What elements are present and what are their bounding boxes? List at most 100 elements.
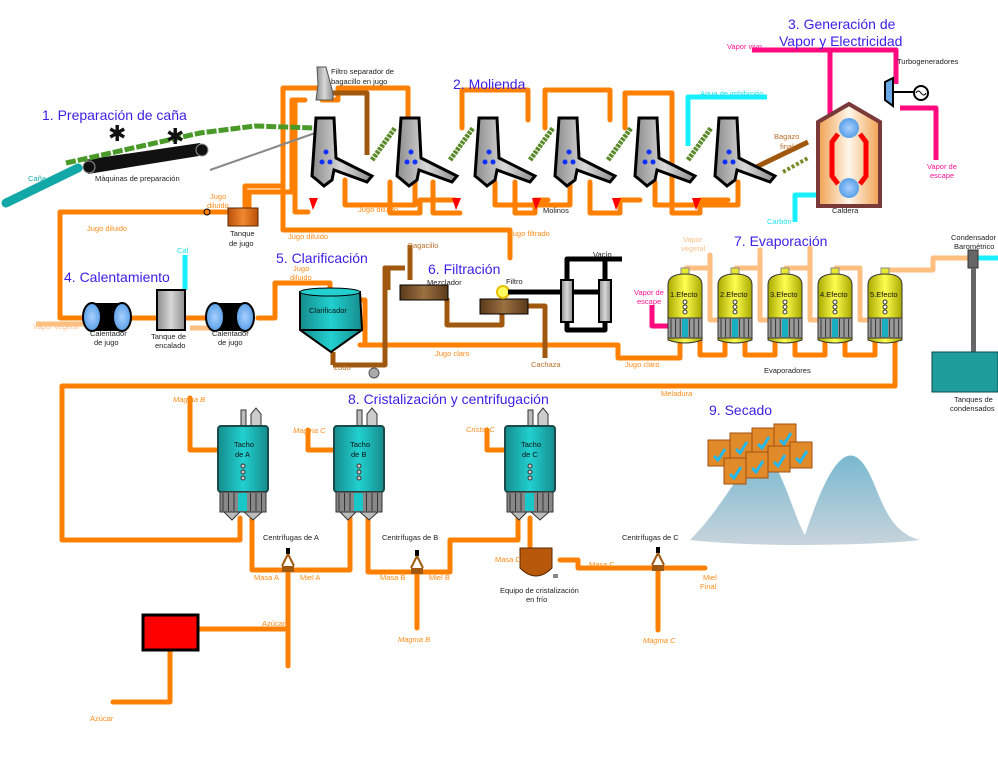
label-magma-b-out: Magma B — [398, 635, 430, 644]
knife-2-icon: ✱ — [166, 124, 184, 149]
cane-preparation: ✱ ✱ — [1, 121, 319, 208]
section-title-steam-1: 3. Generación de — [788, 16, 896, 32]
label-effect-4: 4.Efecto — [820, 290, 848, 299]
mud-pump-icon — [368, 367, 380, 379]
condensate-tank — [931, 351, 998, 393]
label-diluted-juice-c: Jugo — [293, 264, 309, 273]
juice-heater-1 — [82, 302, 132, 332]
check-icon — [772, 454, 787, 469]
pipe-evap-1-2 — [697, 337, 728, 358]
pipe-clear-juice — [357, 337, 683, 361]
label-pan-b-2: de B — [351, 450, 366, 459]
label-filter-sep-2: bagacillo en jugo — [331, 77, 387, 86]
conveyor-roller-right — [195, 143, 209, 157]
section-title-heating: 4. Calentamiento — [64, 269, 170, 285]
label-evaporators: Evaporadores — [764, 366, 811, 375]
vacuum-pan-c — [504, 407, 556, 521]
final-bagasse-carrier — [782, 156, 809, 174]
label-cond-tanks-2: condensados — [950, 404, 995, 413]
label-massecuite-a: Masa A — [254, 573, 279, 582]
label-clear-juice-1: Jugo claro — [435, 349, 470, 358]
label-centrifuges-a: Centrífugas de A — [263, 533, 319, 542]
sugar-bag — [789, 441, 813, 469]
rotary-filter — [479, 298, 529, 315]
label-prep-machines: Máquinas de preparación — [95, 174, 180, 183]
bagacillo-filter-separator — [315, 66, 334, 101]
pipe-mill-loop-9 — [622, 90, 731, 216]
liming-tank — [156, 289, 186, 331]
label-pan-c-1: Tacho — [521, 440, 541, 449]
label-exhaust-steam-1: Vapor de — [927, 162, 957, 171]
mill-3 — [473, 116, 538, 188]
label-mixer: Mezclador — [427, 278, 462, 287]
cold-crystallizer — [519, 547, 553, 577]
juice-trough — [532, 198, 541, 210]
check-icon — [756, 436, 771, 451]
bagasse-carrier — [369, 126, 398, 162]
sugar-bag — [745, 451, 769, 479]
label-cold-cryst-2: en frío — [526, 595, 547, 604]
label-bagacillo: Bagacillo — [408, 241, 438, 250]
pipe-massecuite-a — [249, 515, 353, 573]
label-diluted-juice-3: Jugo diluido — [358, 205, 398, 214]
label-boiler: Caldera — [832, 206, 859, 215]
label-juice-tank-2: de jugo — [229, 239, 254, 248]
pipe-evap-2-3 — [742, 337, 778, 358]
pipe-mill-loop-8 — [587, 179, 643, 216]
equipment-labels: Máquinas de preparación Filtro separador… — [90, 57, 997, 604]
label-mud: Lodo — [334, 363, 351, 372]
label-effect-1: 1.Efecto — [670, 290, 698, 299]
pipe-mill-loop-7 — [542, 87, 613, 131]
conveyor-belt — [84, 143, 205, 174]
evaporator-effect-4 — [817, 267, 853, 344]
pipe-filter-down — [292, 97, 311, 215]
bagasse-carrier — [685, 126, 714, 162]
label-sugar-1: Azúcar — [262, 619, 286, 628]
section-titles: 1. Preparación de caña 2. Molienda 3. Ge… — [42, 16, 902, 418]
water-pipes — [182, 94, 998, 290]
label-magma-c-out: Magma C — [643, 636, 676, 645]
label-filter: Filtro — [506, 277, 523, 286]
section-title-evaporation: 7. Evaporación — [734, 233, 827, 249]
label-effect-2: 2.Efecto — [720, 290, 748, 299]
label-massecuite-b: Masa B — [380, 573, 405, 582]
mill-6 — [713, 116, 778, 188]
label-effect-3: 3.Efecto — [770, 290, 798, 299]
label-clarifier: Clarificador — [309, 306, 347, 315]
label-lime: Cal — [177, 246, 189, 255]
label-massecuite-c-1: Masa C — [495, 555, 521, 564]
label-coal: Carbón — [767, 217, 792, 226]
pipe-exhaust-to-evap — [649, 305, 668, 329]
section-title-steam-2: Vapor y Electricidad — [779, 33, 902, 49]
pipe-exhaust-steam — [900, 105, 939, 160]
label-final-molasses-2: Final — [700, 582, 717, 591]
label-heater-1a: Calentador — [90, 329, 127, 338]
label-cane: Caña — [28, 174, 47, 183]
check-icon — [712, 448, 727, 463]
evaporator-effect-5 — [867, 267, 903, 344]
label-pan-c-2: de C — [522, 450, 538, 459]
sugar-dryer — [141, 613, 200, 652]
juice-trough — [452, 198, 461, 210]
juice-pipes — [57, 85, 898, 705]
mills-group — [309, 66, 809, 210]
juice-tank — [227, 207, 259, 227]
label-vv-2: vegetal — [681, 244, 706, 253]
stream-labels: Caña Jugo diluido Jugo diluido Jugo dilu… — [28, 42, 957, 723]
pipe-magma-c-in — [305, 427, 341, 453]
label-liming-2: encalado — [155, 341, 185, 350]
label-imbibition-water: Agua de imbibición — [700, 89, 763, 98]
pipe-coal — [792, 192, 820, 222]
evaporator-effect-1 — [667, 267, 703, 344]
section-title-clarification: 5. Clarificación — [276, 250, 368, 266]
section-title-filtration: 6. Filtración — [428, 261, 500, 277]
steam-pipes — [649, 47, 939, 329]
label-pan-a-1: Tacho — [234, 440, 254, 449]
label-final-molasses-1: Miel — [703, 573, 717, 582]
label-meladura: Meladura — [661, 389, 693, 398]
check-icon — [778, 432, 793, 447]
label-molasses-a: Miel A — [300, 573, 320, 582]
label-vv-1: Vapor — [683, 235, 703, 244]
